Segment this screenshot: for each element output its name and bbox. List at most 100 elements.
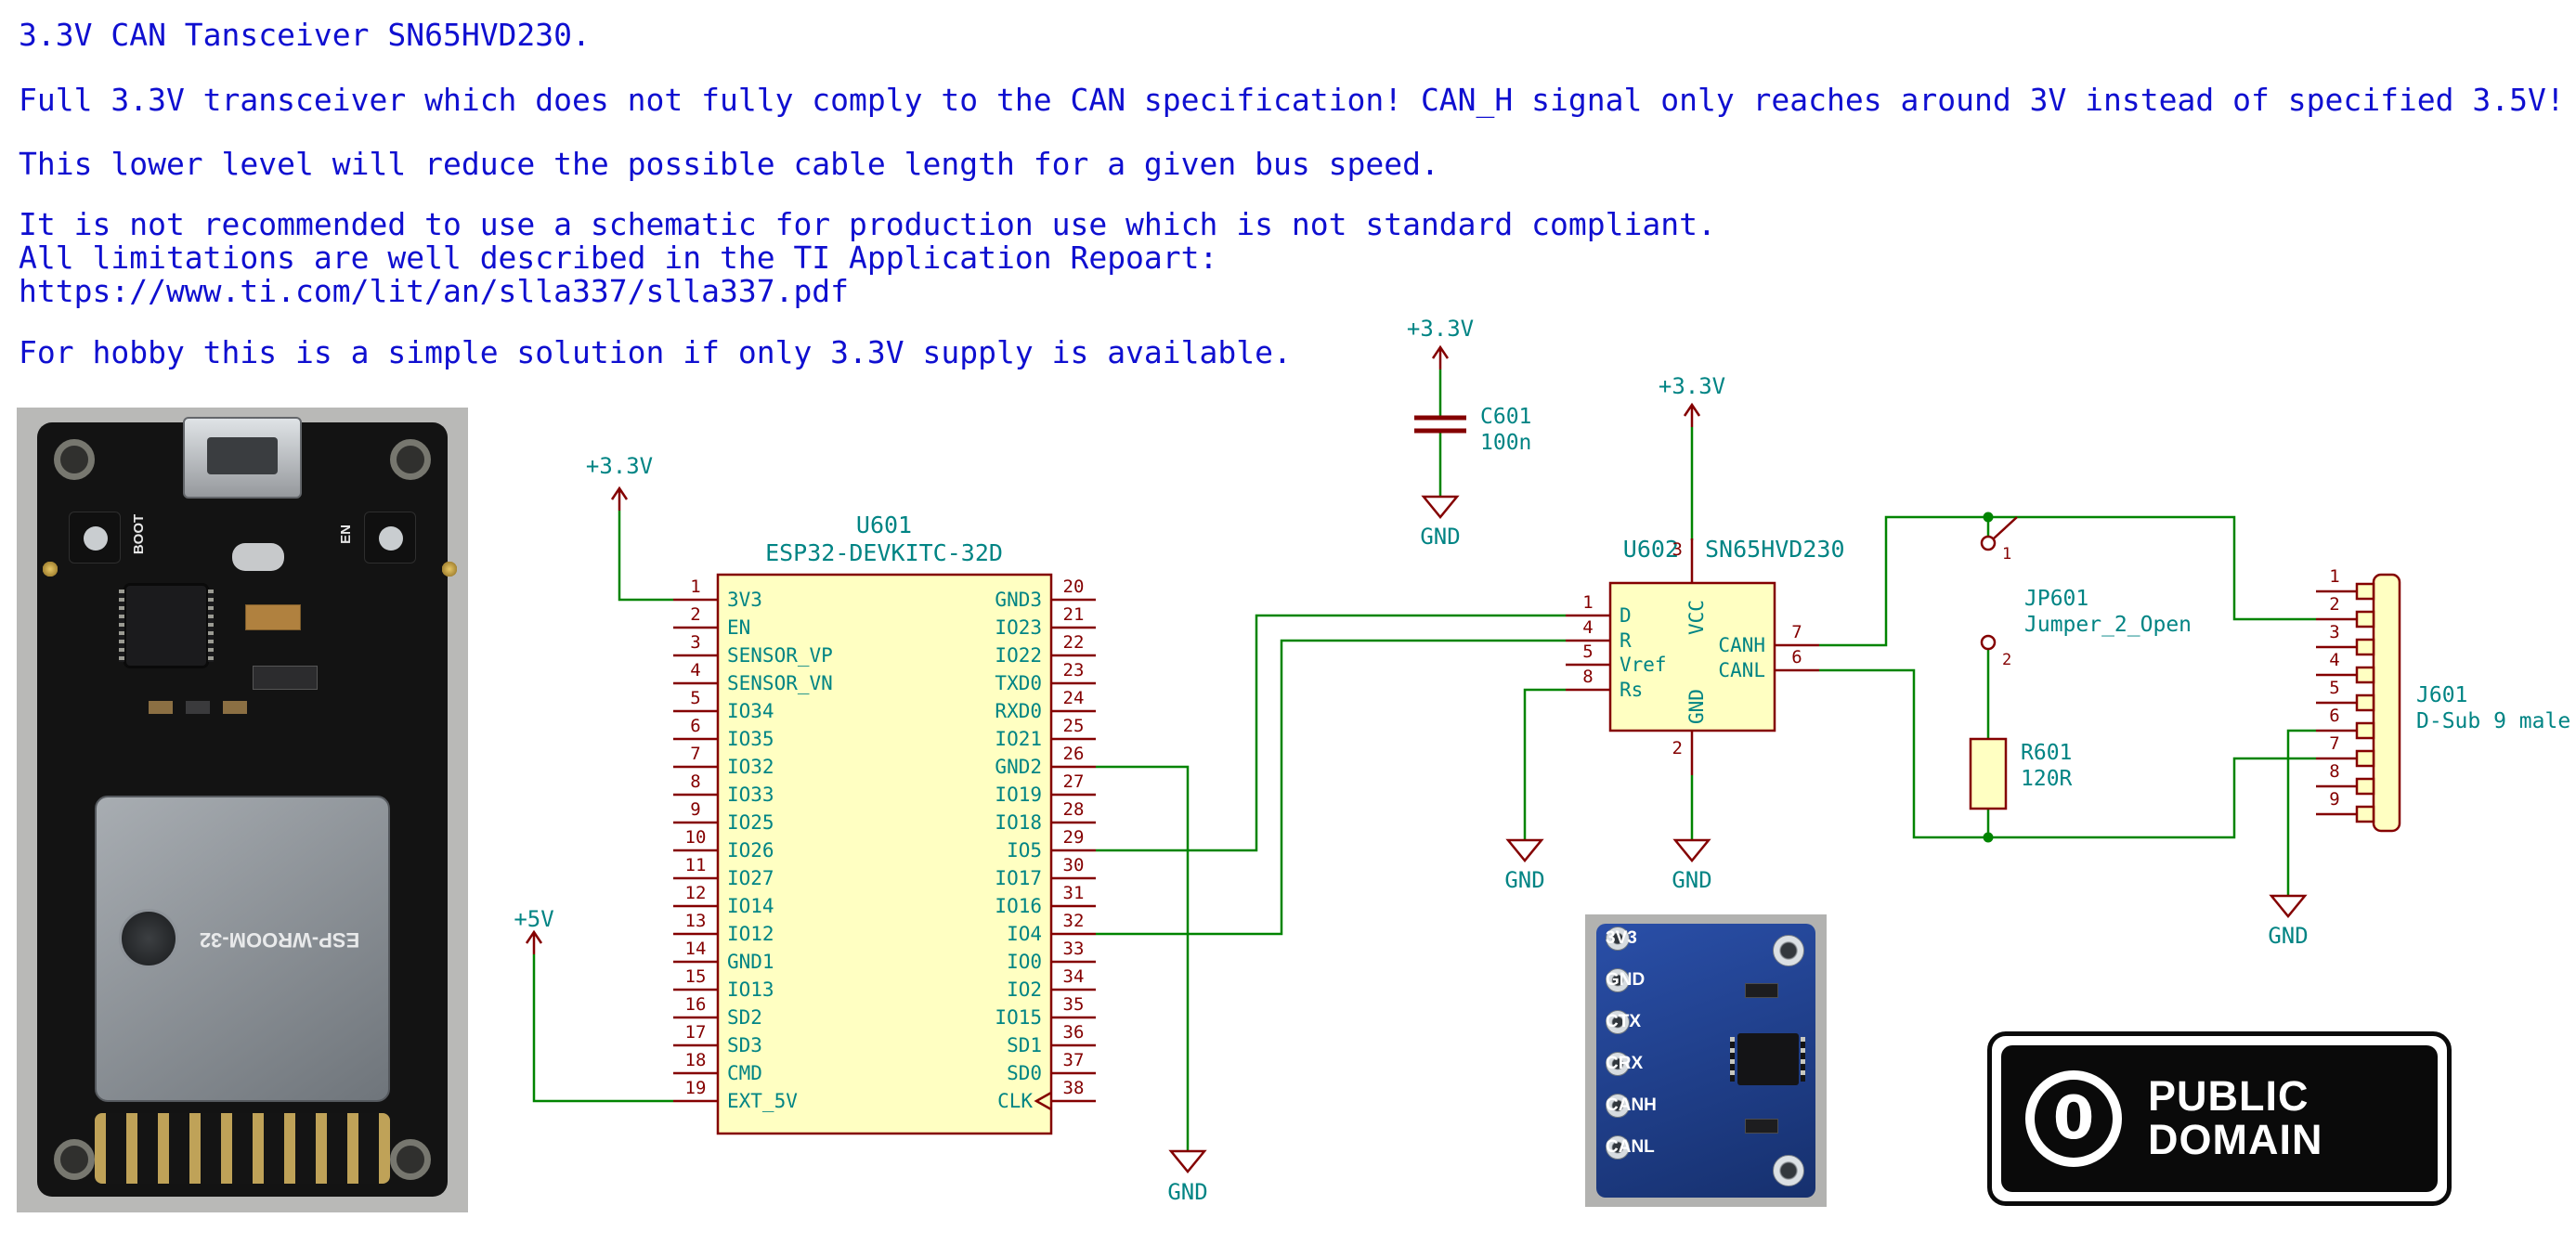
jp601-value: Jumper_2_Open: [2024, 613, 2192, 637]
power-3v3-arrow: [610, 486, 629, 511]
wire-canh: [1819, 515, 2316, 647]
jp601-ref: JP601: [2024, 587, 2088, 611]
r601-body: [1969, 737, 2008, 810]
chip-pins: [119, 590, 124, 662]
smd-resistor: [1745, 1119, 1778, 1134]
wire-j601-gnd: [2286, 729, 2316, 896]
u601-pin-name: GND2: [995, 756, 1042, 778]
wire-canl: [1819, 668, 2316, 839]
pin-pad: [1606, 1135, 1630, 1160]
j601-body: [2372, 573, 2401, 833]
component-jp601: 1 2 JP601 Jumper_2_Open: [1980, 516, 2192, 669]
u601-pin-number: 32: [1063, 911, 1085, 931]
u601-pin-number: 8: [690, 771, 700, 792]
u601-pin-name: SD3: [727, 1034, 762, 1056]
component-c601: C601 100n: [1414, 405, 1531, 455]
u602-pin-number: 1: [1582, 592, 1593, 613]
mounting-hole: [54, 1139, 95, 1180]
u601-pin-number: 36: [1063, 1022, 1085, 1043]
wire-5v-to-ext5v: [532, 954, 673, 1103]
u601-pin-number: 31: [1063, 883, 1085, 903]
u601-pin-name: IO35: [727, 728, 774, 750]
header-pin: [442, 562, 457, 577]
j601-pin-box: [2355, 749, 2375, 768]
can-breakout-photo: 3V3 GND CTX CRX CANH CANL: [1585, 914, 1827, 1207]
mounting-hole: [390, 1139, 431, 1180]
u601-pin-number: 35: [1063, 994, 1085, 1015]
boot-silkscreen-label: BOOT: [131, 513, 148, 555]
pin-label: CANH: [1606, 1095, 1657, 1115]
pin-label: CANL: [1606, 1137, 1655, 1157]
power-symbols: +3.3V +5V +3.3V +3.3V GND GND GND GND GN…: [514, 316, 2308, 1205]
net-label-3v3: +3.3V: [1407, 316, 1474, 342]
mounting-hole: [390, 439, 431, 480]
u601-pin-name: GND1: [727, 951, 774, 973]
u601-pin-name: IO34: [727, 700, 774, 722]
u601-pin-number: 25: [1063, 716, 1085, 736]
breakout-pcb: 3V3 GND CTX CRX CANH CANL: [1596, 924, 1815, 1198]
usb-uart-chip: [126, 586, 206, 666]
u601-pin-number: 12: [685, 883, 707, 903]
header-pin: [43, 562, 58, 577]
smd-component: [149, 701, 173, 714]
gnd-symbol: [2269, 894, 2308, 918]
u601-pin-name: SD2: [727, 1006, 762, 1029]
u601-pin-number: 3: [690, 632, 700, 653]
mounting-hole: [1773, 1155, 1804, 1186]
pd-badge-text: PUBLIC DOMAIN: [2148, 1072, 2322, 1162]
u601-pin-number: 17: [685, 1022, 707, 1043]
pin-label: 3V3: [1606, 928, 1637, 948]
u601-pin-name: EXT_5V: [727, 1090, 798, 1112]
j601-pin-number: 9: [2329, 789, 2339, 810]
en-button-cap: [379, 526, 403, 551]
u601-pin-number: 19: [685, 1078, 707, 1098]
jp601-pad: [1980, 535, 1997, 551]
net-label-gnd: GND: [1420, 524, 1460, 550]
u602-pin-name: Vref: [1620, 654, 1667, 676]
u601-pin-number: 11: [685, 855, 707, 875]
u601-pin-number: 21: [1063, 604, 1085, 625]
u602-pin-name: CANH: [1718, 634, 1765, 656]
u602-pin-number: 7: [1791, 622, 1802, 642]
u601-pin-name: IO19: [995, 784, 1042, 806]
u601-pin-number: 4: [690, 660, 700, 680]
u601-pin-number: 29: [1063, 827, 1085, 848]
u601-pin-number: 38: [1063, 1078, 1085, 1098]
smd-component: [253, 666, 318, 690]
esp32-board-photo: BOOT EN ESP-WROOM-32: [17, 408, 468, 1212]
u601-pin-number: 27: [1063, 771, 1085, 792]
u601-pin-name: IO2: [1007, 978, 1042, 1001]
j601-pin-number: 6: [2329, 706, 2339, 726]
chip-pins: [208, 590, 214, 662]
u602-pin-name: D: [1620, 604, 1632, 627]
u601-pin-name: IO12: [727, 923, 774, 945]
gnd-symbol: [1168, 1149, 1207, 1173]
r601-ref: R601: [2021, 741, 2072, 765]
smd-component: [245, 604, 301, 630]
chip-pins: [1801, 1037, 1805, 1082]
u601-pin-name: 3V3: [727, 589, 762, 611]
note-recommend: It is not recommended to use a schematic…: [19, 206, 1716, 242]
c601-ref: C601: [1480, 405, 1531, 429]
u602-pin-name: CANL: [1718, 659, 1765, 681]
module-label: ESP-WROOM-32: [199, 928, 360, 952]
micro-usb-connector: [183, 417, 302, 499]
c601-value: 100n: [1480, 431, 1531, 455]
pd-text-line1: PUBLIC: [2148, 1072, 2309, 1121]
smd-component: [186, 701, 210, 714]
u601-pin-number: 10: [685, 827, 707, 848]
u601-pin-name: EN: [727, 616, 750, 639]
u601-pin-name: TXD0: [995, 672, 1042, 694]
mounting-hole: [54, 439, 95, 480]
net-label-gnd: GND: [1504, 867, 1544, 893]
u601-pin-name: IO0: [1007, 951, 1042, 973]
soic8-chip: [1737, 1033, 1799, 1085]
u601-pin-number: 33: [1063, 939, 1085, 959]
gnd-symbol: [1505, 838, 1544, 862]
wire-gnd2: [1096, 765, 1190, 1151]
note-appnote: All limitations are well described in th…: [19, 240, 1218, 276]
u601-pin-name: IO4: [1007, 923, 1042, 945]
junction-dot: [1983, 832, 1994, 843]
u601-pin-number: 5: [690, 688, 700, 708]
